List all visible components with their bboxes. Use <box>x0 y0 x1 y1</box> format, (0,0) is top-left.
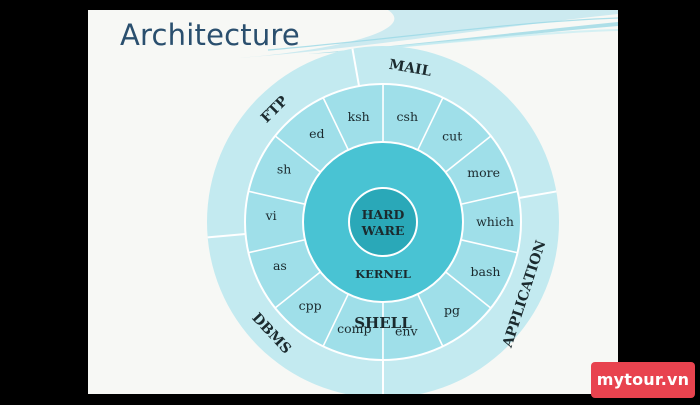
command-ring-divider <box>460 190 518 205</box>
hardware-label-line2: WARE <box>361 223 405 238</box>
outer-ring-divider <box>351 48 361 87</box>
command-label-which: which <box>476 214 514 229</box>
command-ring-divider <box>322 293 349 347</box>
command-ring-divider <box>445 135 492 173</box>
command-ring-divider <box>417 97 444 151</box>
outer-ring-divider <box>518 190 557 200</box>
command-label-cpp: cpp <box>299 298 322 313</box>
command-ring-divider <box>416 293 444 347</box>
shell-label: SHELL <box>354 314 412 332</box>
command-ring-divider <box>274 135 321 173</box>
hardware-core-fill <box>348 187 418 257</box>
command-ring-divider <box>248 239 306 254</box>
slide-title: Architecture <box>120 18 300 52</box>
command-label-sh: sh <box>277 161 291 176</box>
command-label-vi: vi <box>265 208 277 223</box>
hardware-core <box>348 187 418 257</box>
command-label-comp: comp <box>337 321 371 336</box>
slide: Architecture ksh csh cut more which bash pg env… <box>88 10 618 394</box>
command-label-csh: csh <box>397 109 418 124</box>
hardware-label-line1: HARD <box>362 207 405 222</box>
command-ring-divider <box>445 271 492 309</box>
command-label-more: more <box>467 165 500 180</box>
command-label-env: env <box>395 324 418 339</box>
command-ring-divider <box>274 271 321 309</box>
command-label-as: as <box>273 258 287 273</box>
command-ring-divider <box>460 239 518 254</box>
kernel-label: KERNEL <box>355 267 411 281</box>
outer-label-mail: MAIL <box>388 57 433 80</box>
command-label-bash: bash <box>471 264 501 279</box>
command-label-pg: pg <box>444 302 460 317</box>
outer-ring-divider <box>207 233 246 239</box>
command-label-cut: cut <box>442 129 462 144</box>
command-label-ksh: ksh <box>348 109 370 124</box>
brand-watermark: mytour.vn <box>591 362 695 398</box>
command-ring-divider <box>248 190 306 205</box>
command-ring-divider <box>322 97 350 151</box>
command-label-ed: ed <box>309 126 324 141</box>
